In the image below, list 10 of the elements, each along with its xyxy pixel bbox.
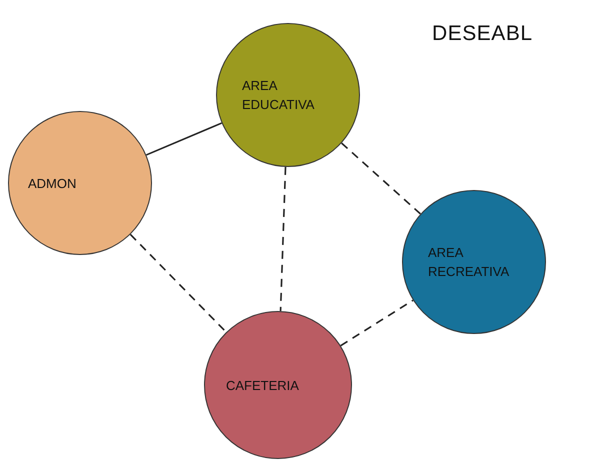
connector-line [130,234,227,333]
title: DESEABL [432,21,533,47]
node-label: AREA EDUCATIVA [242,77,316,114]
connector-line [340,300,414,346]
connector-line [146,122,222,156]
node-label: ADMON [28,174,78,192]
connector-line [280,166,286,312]
connector-line [341,142,421,214]
node-label: AREA RECREATIVA [428,244,510,281]
node-label: CAFETERIA [226,376,300,394]
